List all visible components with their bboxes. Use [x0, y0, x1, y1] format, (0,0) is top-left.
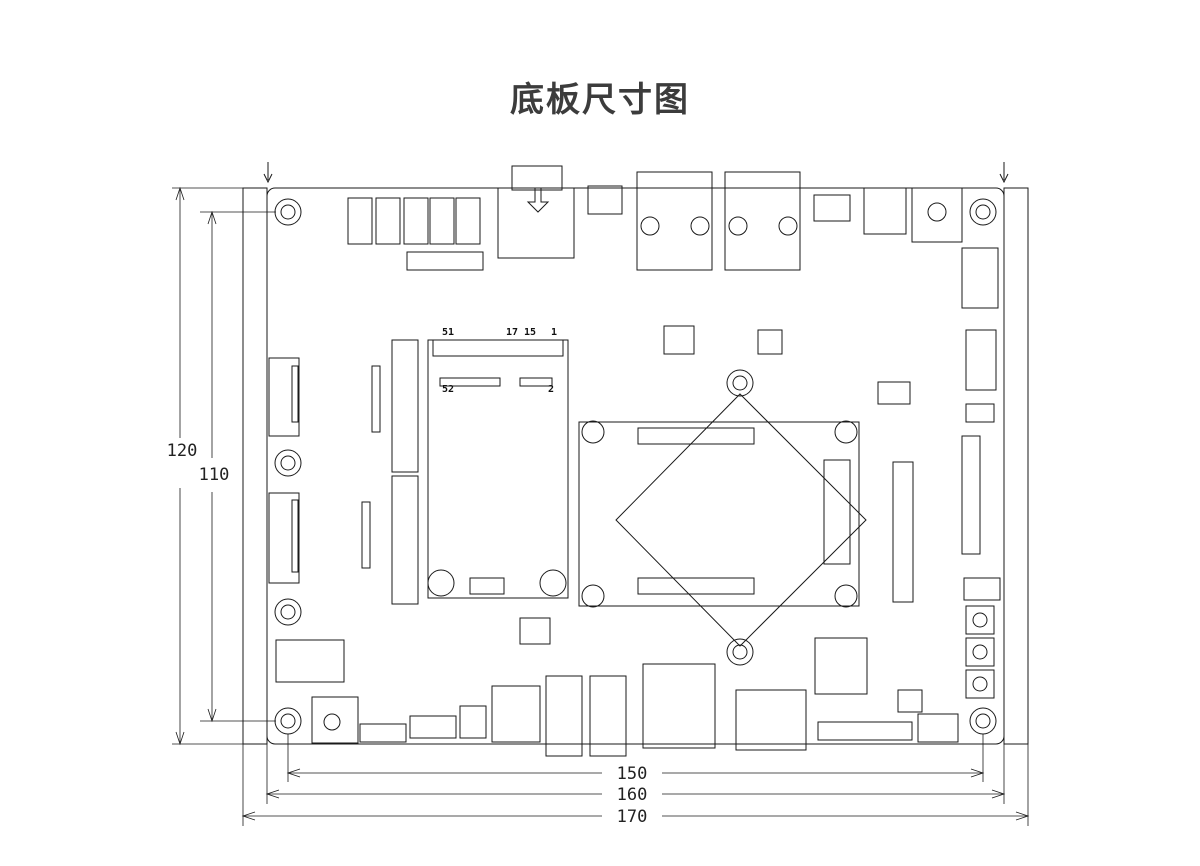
pin-headers — [391, 339, 914, 741]
dimension-lines — [172, 186, 1030, 826]
pin-label-17: 17 — [506, 327, 518, 338]
mounting-holes — [274, 198, 997, 735]
pin-label-15: 15 — [524, 327, 536, 338]
bottom-connectors — [275, 639, 959, 757]
dim-label-160: 160 — [617, 785, 648, 805]
top-right-marker — [999, 162, 1009, 184]
pin-label-2: 2 — [548, 384, 554, 395]
pin-label-52: 52 — [442, 384, 454, 395]
dim-label-150: 150 — [617, 764, 648, 784]
pin-label-51: 51 — [442, 327, 454, 338]
core-module — [578, 393, 867, 647]
core-rotated-outline — [615, 393, 867, 647]
left-fpc-connectors — [268, 357, 381, 584]
pin-label-1: 1 — [551, 327, 557, 338]
dim-label-170: 170 — [617, 807, 648, 827]
board-outline — [266, 187, 1005, 745]
ic-chips — [469, 325, 923, 713]
right-bracket — [1003, 187, 1029, 745]
dim-label-110: 110 — [199, 465, 230, 485]
dim-label-120: 120 — [167, 441, 198, 461]
left-bracket — [242, 187, 268, 745]
mini-pcie-slot — [427, 339, 569, 599]
top-connectors — [347, 165, 999, 309]
right-side-components — [961, 329, 1001, 699]
top-left-marker — [263, 162, 273, 184]
drawing-title: 底板尺寸图 — [510, 80, 690, 120]
